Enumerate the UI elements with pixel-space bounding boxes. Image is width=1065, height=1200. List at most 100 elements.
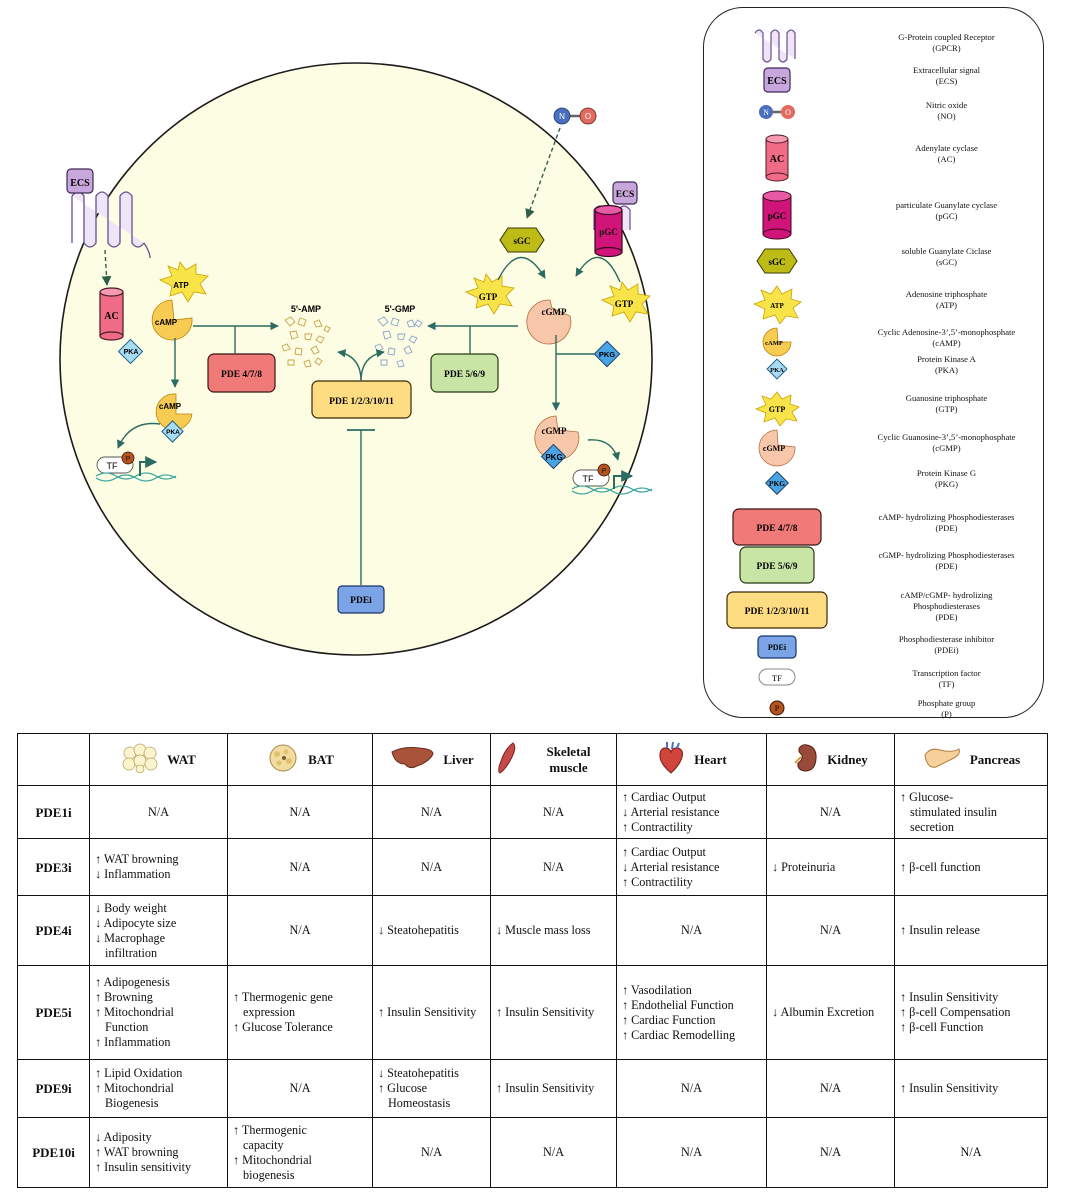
- pde569-box: PDE 5/6/9: [430, 353, 499, 393]
- table-cell: N/A: [227, 838, 373, 896]
- p-icon: P: [724, 698, 829, 718]
- legend-line2: (cAMP): [932, 338, 961, 348]
- legend-line1: cGMP- hydrolizing Phosphodiesterases: [878, 550, 1015, 560]
- table-cell: ↑ Cardiac Output↓ Arterial resistance↑ C…: [616, 838, 767, 896]
- svg-text:ECS: ECS: [616, 190, 634, 200]
- cell-line: ↓ Steatohepatitis: [378, 923, 459, 937]
- cell-line: ↑ Glucose Tolerance: [233, 1020, 333, 1034]
- legend-line2: (ECS): [935, 76, 958, 86]
- signaling-pathway-diagram: ECS AC ATP cAMP PKA cAMP PKA TF P: [59, 62, 653, 656]
- cell-line: ↑ Adipogenesis: [95, 975, 170, 989]
- table-cell: N/A: [227, 1059, 373, 1118]
- cell-line: N/A: [148, 804, 169, 819]
- cell-line: N/A: [820, 1081, 841, 1095]
- cell-line: ↑ Insulin Sensitivity: [900, 990, 999, 1004]
- cell-line: N/A: [681, 1145, 702, 1159]
- gtp-right-burst: GTP: [600, 281, 651, 323]
- column-header-label: Kidney: [827, 751, 868, 767]
- pdei-icon: PDEi: [724, 634, 829, 660]
- cell-line: ↑ WAT browning: [95, 1145, 179, 1159]
- ac-icon: AC: [724, 132, 829, 184]
- svg-text:N: N: [763, 108, 769, 117]
- legend-text: soluble Guanylate Ciclase(sGC): [854, 246, 1039, 268]
- cell-line: ↓ Arterial resistance: [622, 859, 720, 874]
- gpcr-icon: [724, 26, 829, 68]
- legend-text: Adenosine triphosphate(ATP): [854, 289, 1039, 311]
- no-molecule: N O: [553, 107, 597, 125]
- legend-item-gpcr: G-Protein coupled Receptor(GPCR): [704, 26, 1043, 68]
- svg-text:PDE 1/2/3/10/11: PDE 1/2/3/10/11: [329, 397, 394, 407]
- bat-icon: [266, 743, 300, 777]
- cell-line: ↓ Macrophage: [95, 930, 166, 945]
- cell-line: N/A: [289, 859, 311, 874]
- pka-icon: PKA: [724, 354, 829, 384]
- cell-body: [59, 62, 653, 656]
- cell-line: ↑ Contractility: [622, 819, 693, 834]
- legend-text: particulate Guanylate cyclase(pGC): [854, 200, 1039, 222]
- table-cell: N/A: [372, 1117, 491, 1188]
- cell-line: Biogenesis: [105, 1096, 159, 1110]
- legend-line1: Phosphodiesterase inhibitor: [898, 634, 995, 644]
- cell-line: ↑ Glucose: [378, 1081, 428, 1095]
- cell-line: ↑ Lipid Oxidation: [95, 1066, 183, 1080]
- column-header-label: Pancreas: [969, 751, 1021, 767]
- column-header-liver: Liver: [372, 733, 491, 786]
- table-cell: N/A: [490, 785, 617, 839]
- pka-to-tf-arrow: [117, 422, 161, 449]
- legend-line2: (cGMP): [932, 443, 961, 453]
- cell-line: N/A: [820, 1145, 841, 1159]
- cell-line: N/A: [681, 923, 702, 937]
- svg-text:cAMP: cAMP: [159, 402, 182, 411]
- cell-line: Function: [105, 1020, 149, 1034]
- cell-line: ↑ Cardiac Function: [622, 1012, 716, 1027]
- legend-line1: Protein Kinase A: [917, 354, 976, 364]
- cell-line: ↑ Mitochondrial: [233, 1152, 312, 1167]
- svg-text:PKA: PKA: [770, 367, 784, 374]
- camp-icon: cAMP: [724, 324, 829, 360]
- svg-text:P: P: [774, 704, 779, 713]
- legend-list: G-Protein coupled Receptor(GPCR)ECS Extra…: [704, 8, 1043, 719]
- pgc: pGC: [594, 204, 623, 258]
- legend-line2: (PDE): [935, 523, 958, 533]
- row-header: PDE10i: [17, 1117, 90, 1188]
- cell-line: ↓ Proteinuria: [772, 859, 836, 874]
- camp: cAMP: [151, 299, 193, 341]
- column-header-content: Pancreas: [900, 745, 1042, 775]
- cgmp-pkg-complex: cGMP PKG: [534, 415, 580, 470]
- svg-text:PDE 5/6/9: PDE 5/6/9: [444, 370, 485, 380]
- legend-text: Nitric oxide(NO): [854, 100, 1039, 122]
- column-header-label: Skeletal muscle: [546, 743, 591, 775]
- cell-line: ↑ Insulin release: [900, 923, 980, 937]
- legend-line2: (NO): [937, 111, 956, 121]
- pde478-icon: PDE 4/7/8: [724, 506, 829, 548]
- sgc-icon: sGC: [724, 246, 829, 276]
- camp-pka-complex: cAMP PKA: [155, 393, 193, 443]
- table-cell: ↑ Insulin Sensitivity: [894, 1059, 1048, 1118]
- legend-line2: (TF): [938, 679, 955, 689]
- row-header: PDE1i: [17, 785, 90, 839]
- column-header-content: BAT: [233, 743, 367, 777]
- table-cell: N/A: [372, 785, 491, 839]
- cell-line: ↑ Insulin Sensitivity: [378, 1005, 477, 1019]
- legend-line1: Extracellular signal: [912, 65, 981, 75]
- pkg-right: PKG: [593, 340, 621, 368]
- pdeall-icon: PDE 1/2/3/10/11: [724, 588, 829, 632]
- row-header: PDE5i: [17, 965, 90, 1060]
- cell-line: ↓ Adipocyte size: [95, 915, 177, 930]
- column-header-muscle: Skeletal muscle: [490, 733, 617, 786]
- table-cell: ↑ Insulin Sensitivity: [372, 965, 491, 1060]
- table-row: PDE4i↓ Body weight↓ Adipocyte size↓ Macr…: [17, 895, 1048, 966]
- svg-text:AC: AC: [769, 154, 783, 165]
- ecs-icon: ECS: [724, 64, 829, 96]
- cell-line: N/A: [543, 859, 564, 874]
- svg-text:PDE 5/6/9: PDE 5/6/9: [756, 562, 797, 572]
- legend-line1: Adenosine triphosphate: [905, 289, 988, 299]
- legend-text: cGMP- hydrolizing Phosphodiesterases(PDE…: [854, 550, 1039, 572]
- pgc-icon: pGC: [724, 188, 829, 242]
